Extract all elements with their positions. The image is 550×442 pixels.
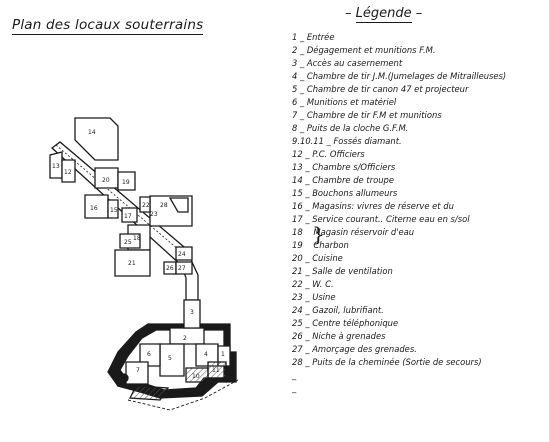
legend-item: 27 _ Amorçage des grenades. [292, 344, 417, 355]
legend-item: 8 _ Puits de la cloche G.F.M. [292, 123, 409, 134]
room-12 [61, 159, 76, 183]
room-11 [207, 361, 227, 379]
room-27 [175, 261, 193, 275]
legend-item: 12 _ P.C. Officiers [292, 149, 365, 160]
legend-item: 4 _ Chambre de tir J.M.(Jumelages de Mit… [292, 71, 507, 82]
ditch-outline [127, 379, 239, 411]
legend-item: 28 _ Puits de la cheminée (Sortie de sec… [292, 357, 482, 368]
legend-brace: } [312, 222, 325, 246]
room-3 [183, 299, 201, 329]
legend-item: 21 _ Salle de ventilation [292, 266, 393, 277]
legend-item: _ [292, 383, 297, 394]
room-21 [114, 249, 151, 277]
legend-item: 16 _ Magasins: vivres de réserve et du [292, 201, 454, 212]
legend-item: 1 _ Entrée [292, 32, 335, 42]
legend-item: 20 _ Cuisine [292, 253, 343, 264]
legend-item: 7 _ Chambre de tir F.M et munitions [292, 110, 442, 121]
legend-item: 13 _ Chambre s/Officiers [292, 162, 396, 173]
plan-label: 3 [190, 309, 194, 316]
plan-label: 21 [128, 260, 136, 267]
legend-item: 3 _ Accès au casernement [292, 58, 403, 69]
legend-item: 2 _ Dégagement et munitions F.M. [292, 45, 436, 56]
plan-label: 26 [166, 265, 174, 272]
plan-label: 11 [212, 367, 220, 374]
plan-label: 16 [90, 205, 98, 212]
plan-label: 10 [192, 373, 200, 380]
room-6 [139, 343, 161, 367]
room-1 [217, 345, 231, 367]
legend-item: 19 Charbon [292, 240, 349, 251]
plan-label: 6 [147, 351, 151, 358]
plan-label: 27 [178, 265, 186, 272]
plan-label: 28 [160, 202, 168, 209]
plan-label: 22 [142, 202, 150, 209]
legend-heading: – Légende – [345, 6, 423, 23]
legend-heading-text: Légende [355, 6, 412, 23]
legend-item: 23 _ Usine [292, 292, 336, 303]
room-10 [185, 367, 209, 383]
plan-label: 7 [136, 367, 140, 374]
plan-label: 20 [102, 177, 110, 184]
legend-item: 15 _ Bouchons allumeurs [292, 188, 398, 199]
room-14 [74, 117, 119, 161]
room-19 [117, 171, 136, 191]
room-28 [168, 197, 189, 213]
plan-label: 23 [150, 211, 158, 218]
room-9 [128, 385, 170, 401]
plan-label: 19 [122, 179, 130, 186]
legend-item: _ [292, 370, 297, 381]
legend-list: 1 _ Entrée 2 _ Dégagement et munitions F… [292, 31, 542, 395]
room-24 [175, 246, 193, 261]
legend-item: 5 _ Chambre de tir canon 47 et projecteu… [292, 84, 469, 95]
plan-label: 4 [204, 351, 208, 358]
plan-label: 24 [178, 251, 186, 258]
legend-item: 26 _ Niche à grenades [292, 331, 386, 342]
plan-label: 8 [122, 376, 126, 383]
plan-labels: 14 13 12 20 19 16 15 17 18 22 23 28 25 2… [52, 129, 225, 397]
plan-label: 14 [88, 129, 96, 136]
plan-label: 17 [124, 213, 132, 220]
room-17 [121, 207, 138, 223]
legend-item: 14 _ Chambre de troupe [292, 175, 394, 186]
room-2 [169, 327, 205, 345]
plan-label: 5 [168, 355, 172, 362]
room-8 [119, 373, 129, 383]
room-22 [139, 196, 151, 213]
plan-label: 15 [110, 207, 118, 214]
legend-item: 6 _ Munitions et matériel [292, 97, 397, 108]
legend-item: 17 _ Service courant.. Citerne eau en s/… [292, 214, 470, 225]
room-15 [107, 199, 119, 219]
legend-item: 25 _ Centre téléphonique [292, 318, 399, 329]
plan-label: 18 [133, 235, 141, 242]
plan-label: 1 [221, 351, 225, 358]
legend-item: 18 Magasin réservoir d'eau [292, 227, 415, 238]
plan-label: 2 [183, 335, 187, 342]
plan-label: 9 [150, 390, 154, 397]
plan-label: 13 [52, 163, 60, 170]
room-5 [159, 343, 185, 377]
page-title: Plan des locaux souterrains [12, 17, 204, 35]
legend-item: 22 _ W. C. [292, 279, 334, 290]
legend-item: 24 _ Gazoil, lubrifiant. [292, 305, 384, 316]
plan-label: 25 [124, 239, 132, 246]
room-25 [119, 233, 141, 249]
legend-item: 9.10.11 _ Fossés diamant. [292, 136, 402, 147]
floor-plan: 14 13 12 20 19 16 15 17 18 22 23 28 25 2… [49, 117, 239, 411]
plan-label: 12 [64, 169, 72, 176]
